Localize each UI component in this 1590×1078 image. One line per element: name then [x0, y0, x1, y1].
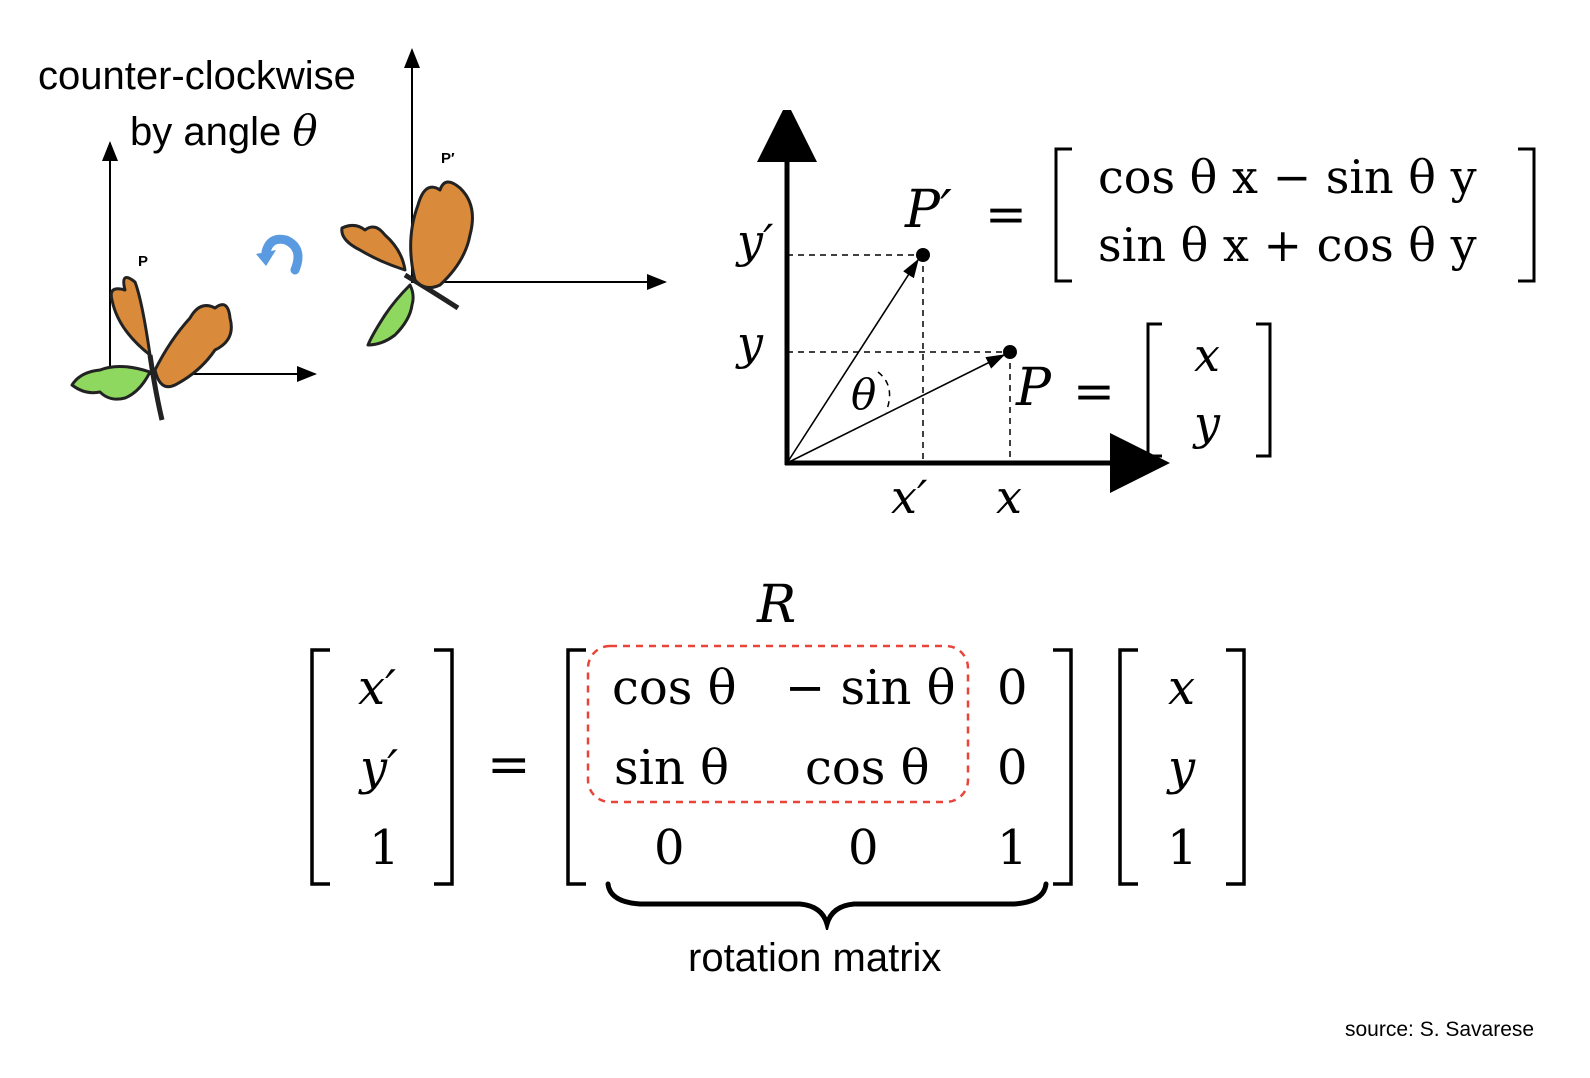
vector-p-prime — [786, 258, 919, 464]
r-13: 0 — [997, 660, 1028, 716]
r-11: cos θ — [612, 660, 737, 716]
graph-label-y-prime: y′ — [737, 214, 774, 268]
rhs-y: y — [1168, 740, 1196, 796]
r-31: 0 — [654, 820, 685, 876]
counter-clockwise-arrow-icon — [256, 234, 303, 275]
point-p-prime — [916, 248, 930, 262]
label-p: P — [1016, 358, 1051, 418]
rotation-graph — [757, 110, 1170, 493]
matrix-equals: = — [487, 735, 531, 795]
vector-p — [786, 354, 1006, 464]
graph-label-y: y — [737, 316, 763, 370]
p-prime-equals: = — [985, 185, 1027, 243]
p-equals: = — [1073, 362, 1115, 420]
lhs-x-prime: x′ — [358, 660, 396, 716]
r-32: 0 — [848, 820, 879, 876]
rhs-x: x — [1168, 660, 1196, 716]
caption-by-angle: by angle θ — [130, 110, 318, 154]
caption-counter-clockwise: counter-clockwise — [38, 54, 356, 98]
p-brackets — [1146, 322, 1272, 458]
r-23: 0 — [997, 740, 1028, 796]
label-p-small: P — [138, 253, 148, 270]
underbrace — [605, 881, 1049, 930]
r-33: 1 — [997, 820, 1028, 876]
graph-label-x-prime: x′ — [891, 470, 928, 524]
p-prime-brackets — [1054, 147, 1536, 283]
r-12: − sin θ — [785, 660, 956, 716]
dashed-guides — [787, 254, 1011, 463]
rotation-matrix-label: rotation matrix — [688, 936, 942, 980]
leaf-cluster-rotated — [340, 180, 474, 347]
caption-by-angle-text: by angle — [130, 110, 293, 154]
p-row-1: x — [1194, 328, 1220, 382]
label-p-prime-small: P′ — [441, 150, 455, 167]
rhs-one: 1 — [1167, 820, 1198, 876]
point-p — [1003, 345, 1017, 359]
source-credit: source: S. Savarese — [1345, 1018, 1535, 1041]
r-21: sin θ — [614, 740, 730, 796]
p-prime-row-2: sin θ x + cos θ y — [1098, 218, 1477, 272]
label-r: R — [757, 575, 797, 635]
graph-label-x: x — [996, 470, 1022, 524]
r-22: cos θ — [805, 740, 930, 796]
lhs-y-prime: y′ — [360, 740, 399, 796]
lhs-one: 1 — [369, 820, 400, 876]
graph-label-theta: θ — [851, 370, 877, 419]
p-row-2: y — [1194, 396, 1220, 450]
caption-theta: θ — [292, 106, 318, 155]
p-prime-row-1: cos θ x − sin θ y — [1098, 150, 1477, 204]
leaf-cluster-original — [70, 276, 233, 421]
label-p-prime: P′ — [905, 180, 952, 240]
leaf-illustration: P P′ — [70, 48, 667, 421]
matrix-brackets — [310, 644, 1246, 886]
